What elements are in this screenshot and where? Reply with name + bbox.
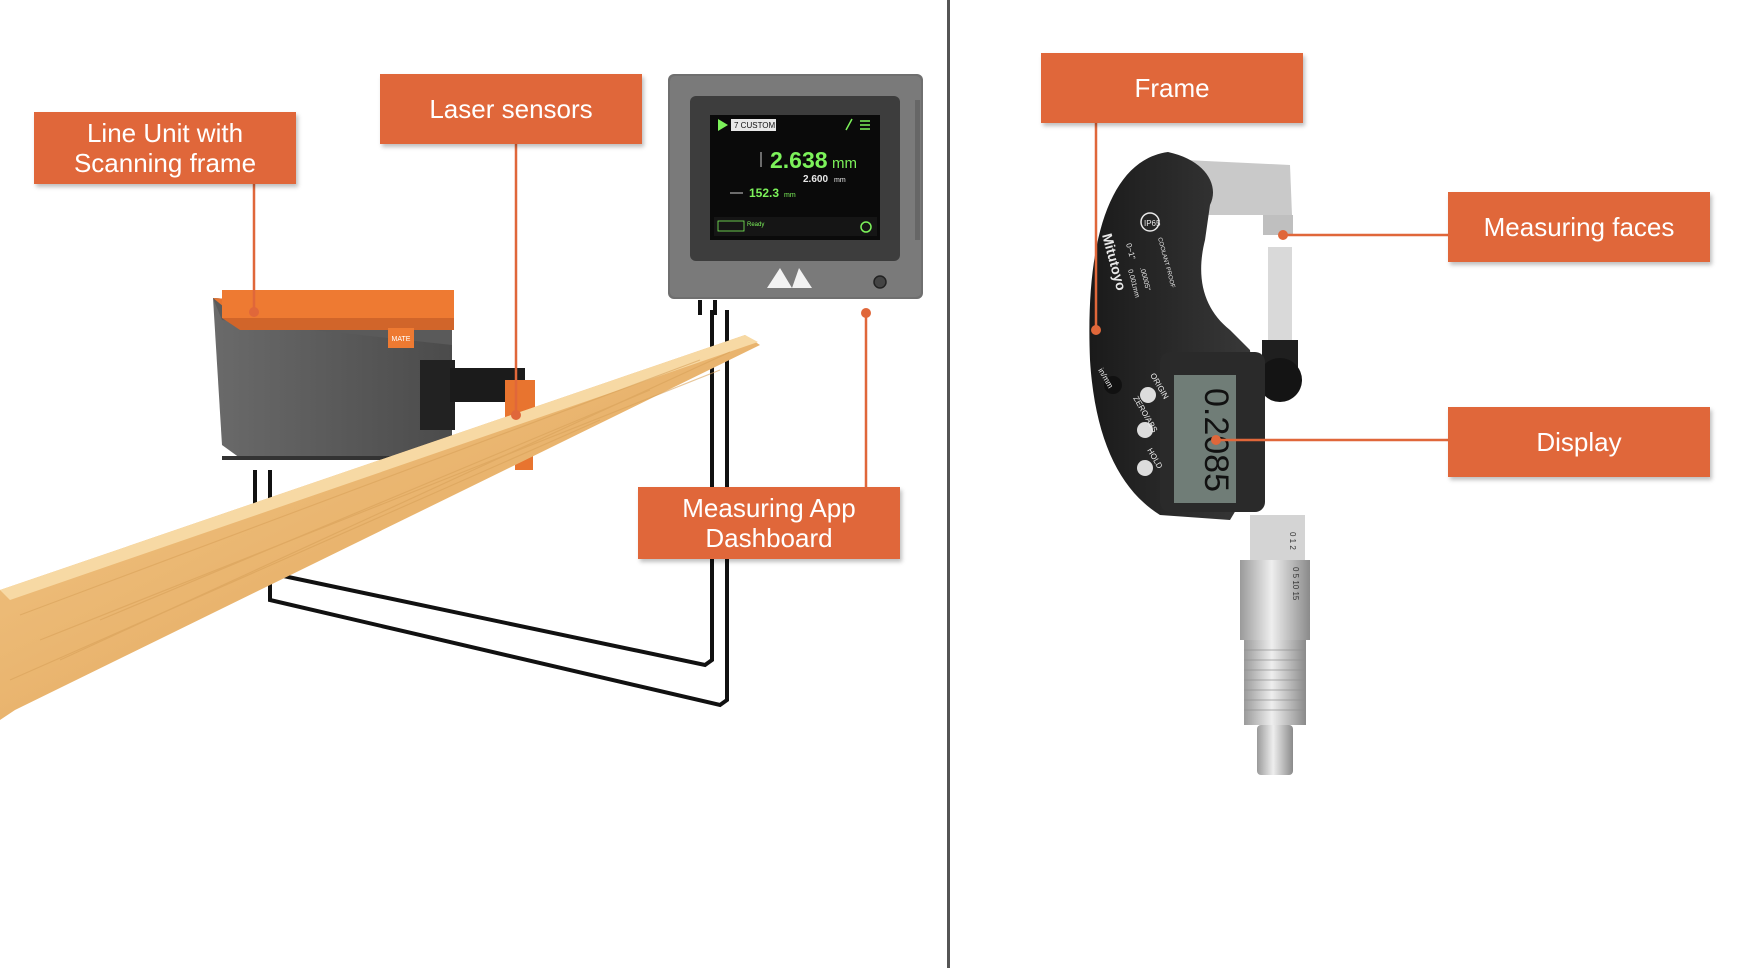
frame-callout: Frame	[1041, 53, 1303, 123]
right-leader-lines	[1094, 123, 1448, 442]
width-reading: 152.3	[749, 186, 779, 200]
display-callout: Display	[1448, 407, 1710, 477]
thimble-scale: 0 5 10 15	[1291, 567, 1300, 601]
measuring-faces-callout: Measuring faces	[1448, 192, 1710, 262]
line-unit-callout: Line Unit with Scanning frame	[34, 112, 296, 184]
faces-leader-dot	[1278, 230, 1288, 240]
display-leader-dot	[1211, 435, 1221, 445]
left-leader-lines	[252, 144, 868, 487]
ratchet-stop	[1257, 725, 1293, 775]
button-origin	[1140, 387, 1156, 403]
mate-logo-plate	[388, 328, 414, 348]
button-zero-abs	[1137, 422, 1153, 438]
mate-logo	[767, 268, 812, 288]
dashboard-leader-dot	[861, 308, 871, 318]
line-unit-leader-dot	[249, 307, 259, 317]
button-hold	[1137, 460, 1153, 476]
target-reading: 2.600	[803, 174, 828, 185]
menu-icon	[860, 120, 870, 130]
micrometer: 0.2085 in/mm ORIGIN ZERO/ABS HOLD Mituto…	[1089, 152, 1310, 775]
power-knob	[873, 275, 887, 289]
range-label: 0~1"	[1124, 242, 1137, 260]
spindle	[1268, 247, 1292, 347]
target-unit: mm	[834, 177, 846, 184]
mode-label: 7 CUSTOM	[734, 121, 776, 130]
status-text: Ready	[747, 222, 764, 228]
panel-divider	[947, 0, 950, 968]
button-in-mm	[1104, 376, 1122, 394]
ip-rating-badge	[1140, 212, 1160, 232]
dashboard-monitor: 7 CUSTOM 2.638 mm 2.600 mm 152.3 mm Read…	[668, 74, 923, 299]
ratchet	[1244, 640, 1306, 725]
wood-board	[0, 335, 760, 720]
main-reading: 2.638	[770, 147, 828, 173]
refresh-icon	[860, 221, 872, 233]
laser-leader-dot	[511, 410, 521, 420]
unit-badge-text: MATE	[392, 336, 411, 343]
play-icon	[718, 119, 728, 131]
main-unit: mm	[832, 155, 857, 172]
probe-icon	[845, 118, 853, 131]
anvil	[1263, 215, 1293, 235]
sleeve-scale: 0 1 2	[1288, 532, 1297, 550]
frame-leader-dot	[1091, 325, 1101, 335]
line-unit: MATE	[213, 290, 535, 470]
ip-rating-label: IP65	[1144, 219, 1161, 228]
lock-knob	[1258, 358, 1302, 402]
width-unit: mm	[784, 192, 796, 199]
laser-sensors-callout: Laser sensors	[380, 74, 642, 144]
thimble	[1240, 560, 1310, 640]
dashboard-callout: Measuring App Dashboard	[638, 487, 900, 559]
